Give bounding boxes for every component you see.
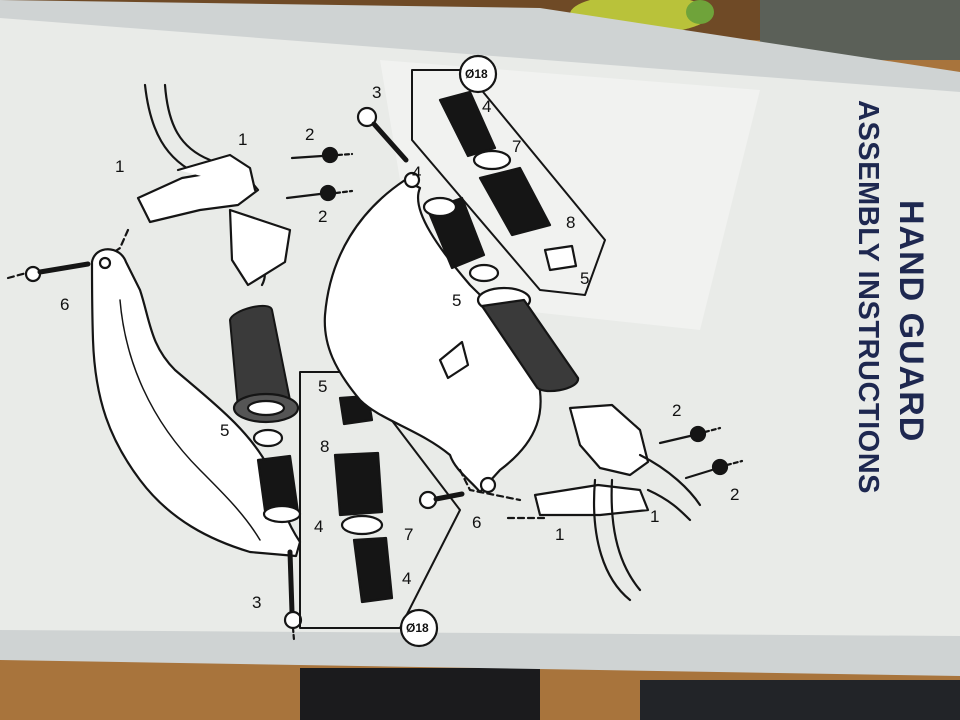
screw-2b — [285, 184, 354, 202]
callout-5: 5 — [452, 291, 461, 310]
callout-2: 2 — [730, 485, 739, 504]
screw-2a — [290, 146, 354, 164]
callout-6: 6 — [472, 513, 481, 532]
part-5-top — [252, 428, 284, 448]
ring-018-top — [399, 608, 439, 648]
callout-1: 1 — [555, 525, 564, 544]
clamp-right — [568, 403, 650, 477]
callout-7: 7 — [512, 137, 521, 156]
callout-4: 4 — [482, 97, 491, 116]
callout-018: Ø18 — [465, 67, 488, 81]
green-object — [686, 0, 714, 24]
screw-3-top — [283, 549, 303, 642]
callout-3: 3 — [372, 83, 381, 102]
callout-4: 4 — [412, 163, 421, 182]
dark-object-bottom — [300, 668, 540, 720]
right-assembly — [323, 54, 744, 602]
callout-5: 5 — [318, 377, 327, 396]
callout-1: 1 — [238, 130, 247, 149]
detail-parts-top — [333, 394, 394, 604]
detail-parts-right — [438, 90, 578, 272]
callout-1: 1 — [650, 507, 659, 526]
screw-2c — [658, 425, 722, 445]
part-4-top — [256, 454, 302, 524]
top-assembly — [6, 83, 465, 648]
grip-right — [476, 286, 580, 393]
handlebar-right — [593, 478, 642, 602]
callout-5: 5 — [220, 421, 229, 440]
callout-6: 6 — [60, 295, 69, 314]
callouts-top: 1 1 2 2 3 4 4 5 5 6 7 8 Ø18 — [60, 125, 429, 635]
callout-1: 1 — [115, 157, 124, 176]
callout-7: 7 — [404, 525, 413, 544]
callout-4: 4 — [402, 569, 411, 588]
callout-3: 3 — [252, 593, 261, 612]
screw-6-mid — [418, 490, 465, 510]
callout-5: 5 — [580, 269, 589, 288]
callouts-right: 1 1 2 2 3 4 4 5 5 6 7 8 Ø18 — [372, 67, 739, 544]
callout-8: 8 — [566, 213, 575, 232]
callout-2: 2 — [672, 401, 681, 420]
callout-2: 2 — [305, 125, 314, 144]
part-5-right — [468, 263, 500, 283]
ring-018-right — [458, 54, 498, 94]
screw-6-top — [24, 261, 91, 283]
hand-guard-top — [90, 248, 302, 558]
callout-4: 4 — [314, 517, 323, 536]
part-4-right — [422, 196, 486, 270]
callout-8: 8 — [320, 437, 329, 456]
callout-018: Ø18 — [406, 621, 429, 635]
grip-top — [229, 304, 300, 424]
keyboard-bottom-right — [640, 680, 960, 720]
screw-2d — [684, 458, 744, 480]
callout-2: 2 — [318, 207, 327, 226]
screw-3-right — [356, 106, 409, 163]
